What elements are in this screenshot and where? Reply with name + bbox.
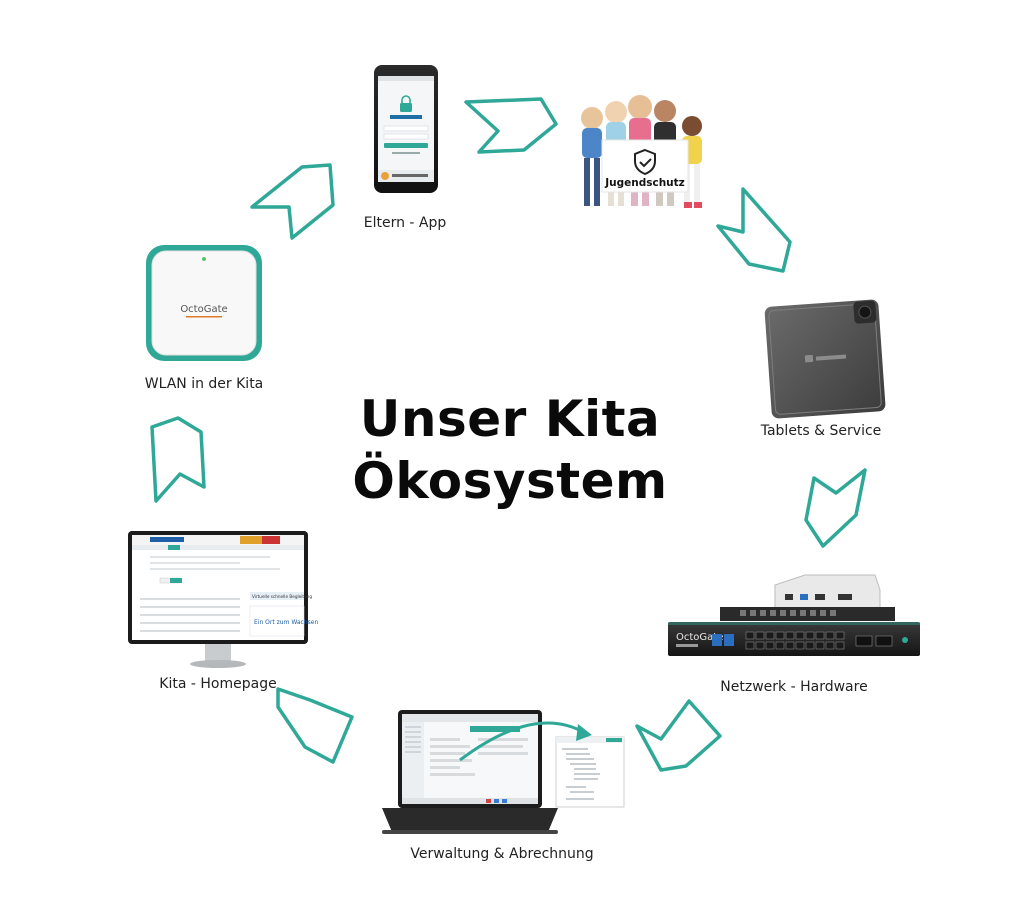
arrow-verwaltung-to-homepage bbox=[276, 687, 354, 764]
monitor-subtitle-text: Virtuelle schnelle Begleitung bbox=[252, 594, 312, 599]
network-hardware-stack: OctoGate bbox=[668, 574, 920, 656]
monitor-banner-text: Ein Ort zum Wachsen bbox=[254, 619, 318, 626]
label-eltern-app: Eltern - App bbox=[363, 215, 447, 231]
zoom-callout-arrow bbox=[459, 721, 586, 762]
label-tablets-service: Tablets & Service bbox=[760, 423, 882, 439]
homepage-monitor: Virtuelle schnelle Begleitung Ein Ort zu… bbox=[128, 531, 318, 668]
arrow-tablets-to-netzwerk bbox=[804, 468, 867, 548]
lock-icon bbox=[400, 95, 412, 112]
arrow-jugendschutz-to-tablets bbox=[716, 187, 792, 273]
octogate-ap-logo-text: OctoGate bbox=[180, 304, 227, 315]
wlan-access-point: OctoGate bbox=[146, 245, 262, 361]
arrow-wlan-to-app bbox=[250, 163, 335, 240]
shield-check-icon bbox=[634, 148, 656, 176]
administration-laptop bbox=[382, 710, 625, 834]
diagram-title: Unser Kita Ökosystem bbox=[330, 388, 690, 512]
label-netzwerk-hardware: Netzwerk - Hardware bbox=[720, 679, 868, 695]
label-verwaltung-abrechnung: Verwaltung & Abrechnung bbox=[410, 846, 594, 862]
jugendschutz-sign-text: Jugendschutz bbox=[604, 177, 685, 189]
jugendschutz-children-photo: Jugendschutz bbox=[581, 95, 702, 208]
octogate-brand-text: OctoGate bbox=[676, 632, 723, 643]
label-wlan-kita: WLAN in der Kita bbox=[144, 376, 264, 392]
arrow-homepage-to-wlan bbox=[150, 416, 206, 503]
arrow-app-to-jugendschutz bbox=[464, 97, 558, 154]
title-line-2: Ökosystem bbox=[352, 452, 668, 510]
tablet-device bbox=[764, 299, 886, 419]
eltern-app-phone bbox=[374, 65, 438, 193]
title-line-1: Unser Kita bbox=[359, 390, 661, 448]
label-kita-homepage: Kita - Homepage bbox=[159, 676, 277, 692]
arrow-netzwerk-to-verwaltung bbox=[635, 699, 722, 772]
